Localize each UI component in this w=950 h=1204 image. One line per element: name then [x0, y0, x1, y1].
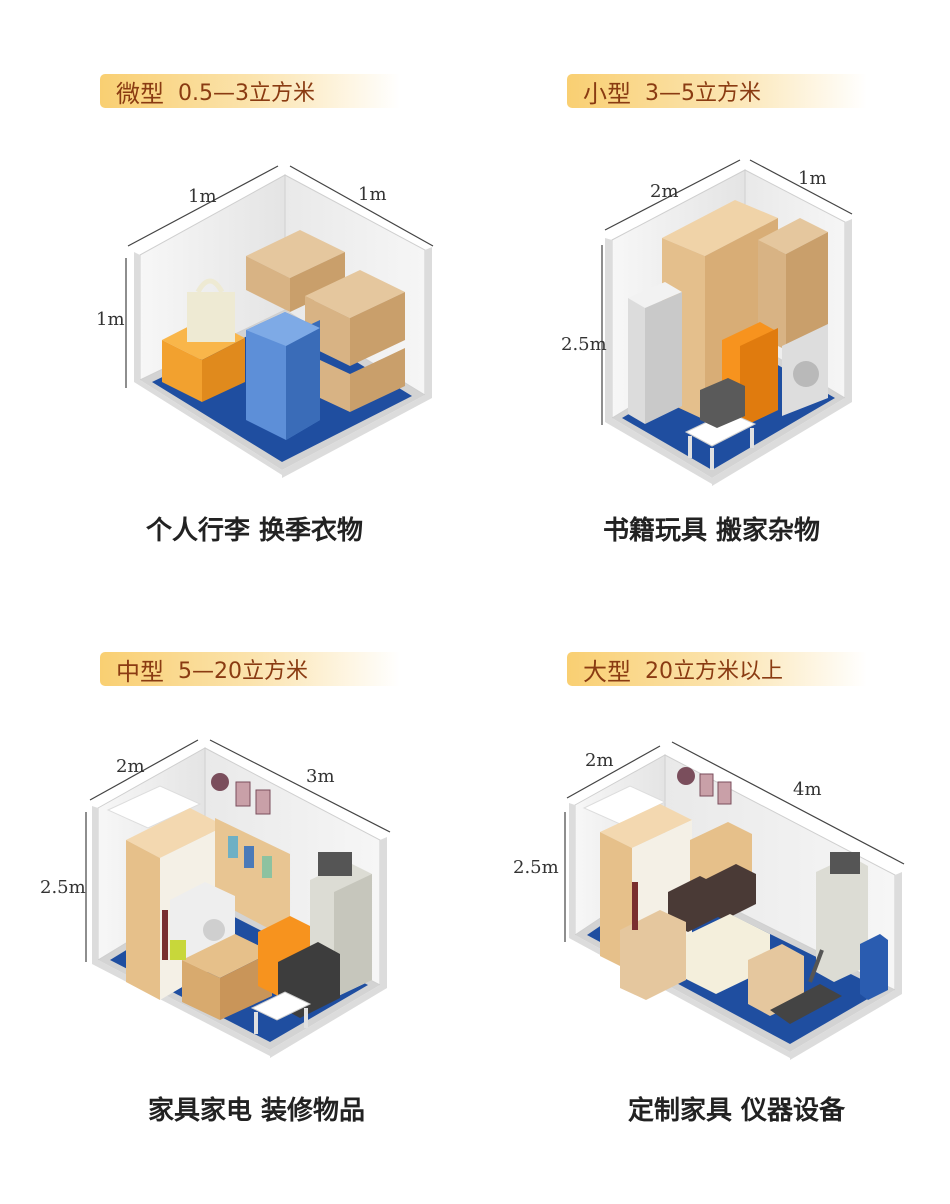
- dim-height: 1m: [96, 309, 125, 330]
- picture-frame: [235, 781, 251, 807]
- picture-frame: [255, 789, 271, 815]
- dim-height: 2.5m: [40, 877, 86, 898]
- size-volume: 3—5立方米: [645, 81, 761, 106]
- storage-boxes: [582, 785, 667, 825]
- tote-bag: [187, 292, 235, 342]
- fridge: [628, 282, 682, 308]
- size-volume: 20立方米以上: [645, 659, 783, 684]
- size-tag-small: 小型 3—5立方米: [567, 74, 867, 108]
- size-volume: 0.5—3立方米: [178, 81, 315, 106]
- coffee-machine: [318, 852, 352, 876]
- wardrobe: [662, 200, 778, 256]
- cardboard-box: [620, 910, 686, 1000]
- size-tag-large: 大型 20立方米以上: [567, 652, 867, 686]
- size-name: 大型: [583, 657, 631, 686]
- caption-small: 书籍玩具 搬家杂物: [602, 516, 821, 546]
- drawer-cabinet: [182, 934, 272, 978]
- caption-large: 定制家具 仪器设备: [627, 1096, 846, 1126]
- stool: [250, 991, 312, 1021]
- fridge: [816, 856, 868, 982]
- cardboard-box-top: [246, 230, 345, 278]
- unit-large-illustration: 2m 4m 2.5m: [513, 741, 905, 1060]
- size-name: 小型: [583, 79, 631, 108]
- caption-micro: 个人行李 换季衣物: [145, 516, 364, 546]
- size-tag-micro: 微型 0.5—3立方米: [100, 74, 400, 108]
- caption-medium: 家具家电 装修物品: [147, 1096, 366, 1126]
- vacuum-cleaner: [162, 910, 168, 960]
- size-name: 微型: [116, 79, 164, 108]
- nightstand: [704, 864, 756, 920]
- dim-right: 3m: [306, 766, 335, 787]
- coffee-machine: [700, 378, 745, 428]
- dim-height: 2.5m: [513, 857, 559, 878]
- dim-right: 1m: [798, 168, 827, 189]
- unit-medium-illustration: 2m 3m 2.5m: [40, 739, 391, 1058]
- unit-small-illustration: 2m 1m 2.5m: [561, 159, 853, 486]
- dim-height: 2.5m: [561, 334, 607, 355]
- storage-boxes: [106, 785, 202, 829]
- cardboard-box: [748, 944, 804, 1016]
- wall-clock: [211, 773, 229, 791]
- size-volume: 5—20立方米: [178, 659, 308, 684]
- treadmill: [770, 984, 842, 1024]
- coffee-machine: [830, 852, 860, 874]
- wall-clock: [677, 767, 695, 785]
- cardboard-box: [758, 218, 828, 254]
- cardboard-box: [350, 292, 405, 366]
- picture-frame: [717, 781, 732, 805]
- dim-right: 4m: [793, 779, 822, 800]
- size-tag-medium: 中型 5—20立方米: [100, 652, 400, 686]
- dim-right: 1m: [358, 184, 387, 205]
- dim-left: 2m: [116, 756, 145, 777]
- dim-left: 2m: [650, 181, 679, 202]
- vacuum-cleaner: [632, 882, 638, 930]
- dim-left: 2m: [585, 750, 614, 771]
- sofa: [676, 914, 770, 994]
- wardrobe: [126, 840, 160, 1000]
- picture-frame: [699, 773, 714, 797]
- unit-micro-illustration: 1m 1m 1m: [96, 165, 434, 478]
- dim-left: 1m: [188, 186, 217, 207]
- size-name: 中型: [116, 657, 164, 686]
- blue-cabinet: [860, 934, 888, 1000]
